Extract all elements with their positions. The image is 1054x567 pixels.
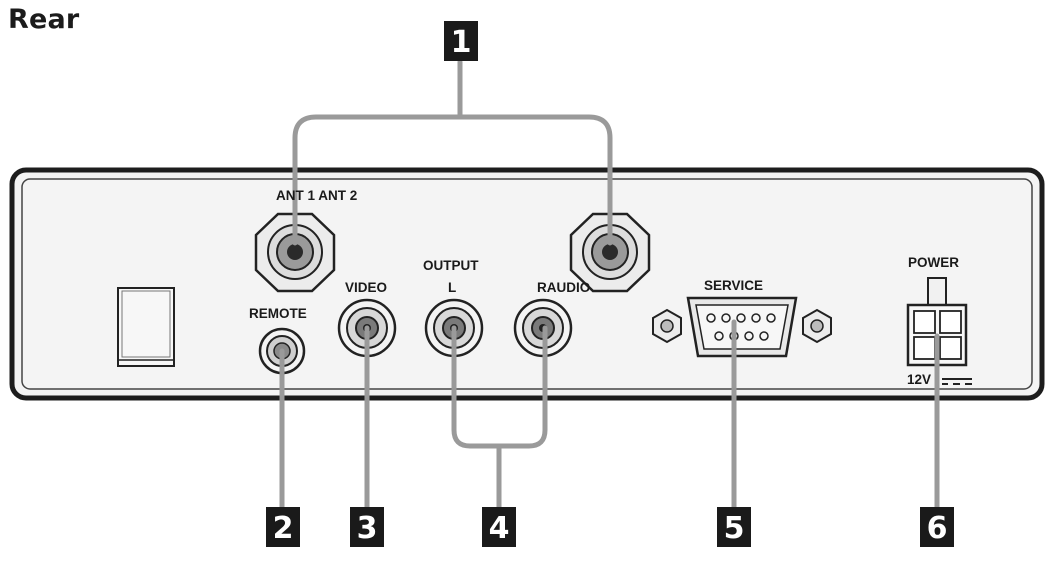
left-channel-label: L [448, 280, 456, 295]
service-label: SERVICE [704, 278, 763, 293]
callout-2: 2 [266, 507, 300, 547]
callout-5: 5 [717, 507, 751, 547]
callout-number: 1 [451, 25, 472, 60]
voltage-label: 12V [907, 372, 931, 387]
callout-1: 1 [444, 21, 478, 61]
power-label: POWER [908, 255, 959, 270]
callout-4: 4 [482, 507, 516, 547]
service-dsub-connector [652, 296, 832, 358]
callout-number: 2 [273, 511, 294, 546]
callout-number: 5 [724, 511, 745, 546]
audio-right-rca-jack [513, 298, 573, 358]
callout-number: 4 [489, 511, 510, 546]
ant-label: ANT 1 ANT 2 [276, 188, 357, 203]
output-label: OUTPUT [423, 258, 479, 273]
power-switch [117, 287, 175, 367]
leader-line-4 [451, 325, 548, 510]
ant1-connector [254, 212, 336, 293]
leader-lines [279, 59, 940, 510]
video-label: VIDEO [345, 280, 387, 295]
callout-number: 6 [927, 511, 948, 546]
raudio-label: RAUDIO [537, 280, 590, 295]
diagram-title: Rear [8, 4, 80, 35]
callout-6: 6 [920, 507, 954, 547]
leader-line-1 [292, 59, 613, 246]
callout-3: 3 [350, 507, 384, 547]
ant2-connector [569, 212, 651, 293]
remote-label: REMOTE [249, 306, 307, 321]
callout-number: 3 [357, 511, 378, 546]
